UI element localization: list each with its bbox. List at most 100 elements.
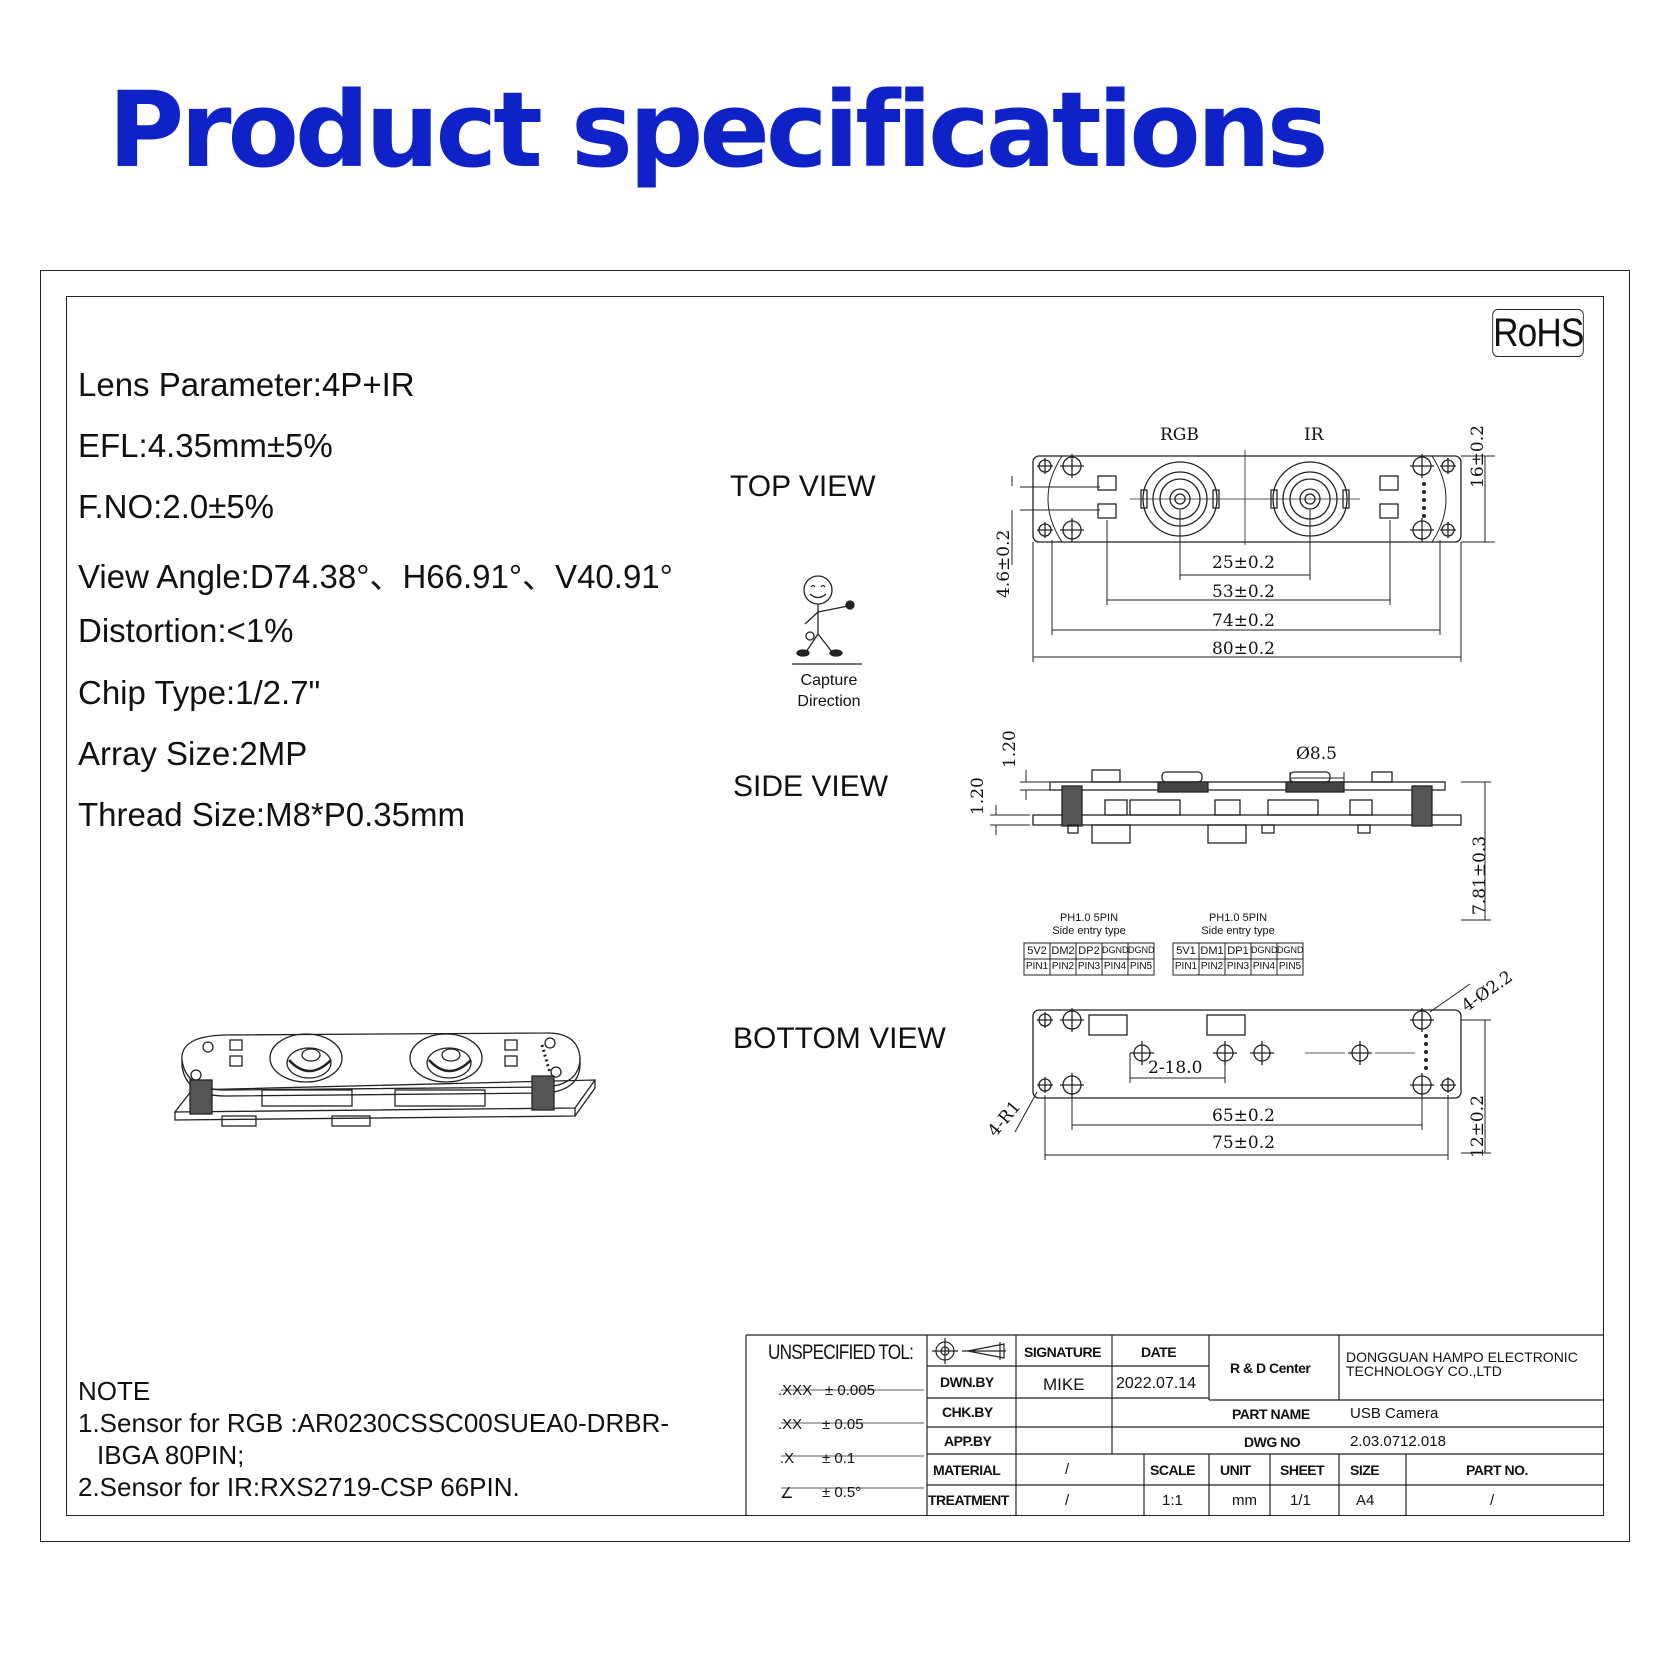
chk-by-label: CHK.BY [942, 1404, 993, 1420]
connector-table-2-grid [1172, 942, 1304, 976]
connector-1-pin: PIN3 [1077, 961, 1101, 972]
dim-65: 65±0.2 [1212, 1106, 1275, 1126]
connector-1-pin: PIN2 [1051, 961, 1075, 972]
part-name-label: PART NAME [1232, 1406, 1310, 1422]
connector-2-title-text: PH1.0 5PIN [1208, 912, 1268, 924]
sheet-label: SHEET [1280, 1462, 1325, 1478]
capture-line1: Capture [800, 672, 858, 689]
connector-2-signal: DP1 [1227, 945, 1249, 957]
part-no-value: / [1490, 1492, 1495, 1509]
connector-2-signal: DGND [1277, 945, 1304, 955]
side-view-dimensions [990, 770, 1491, 921]
title-block-grid [745, 1334, 1604, 1516]
connector-2-pin: PIN1 [1174, 961, 1198, 972]
tol-xx-label: .XX [778, 1416, 803, 1433]
note-heading: NOTE [78, 1376, 151, 1406]
part-no-label: PART NO. [1466, 1462, 1528, 1478]
tol-angle-label: ∠ [780, 1485, 794, 1502]
top-view-dimensions [1011, 455, 1495, 662]
spec-fno: F.NO:2.0±5% [78, 488, 275, 525]
connector-1-signal: DGND [1102, 945, 1129, 955]
dim-7-81: 7.81±0.3 [1470, 835, 1490, 915]
dwn-by-name: MIKE [1043, 1375, 1085, 1394]
connector-2-pin: PIN3 [1226, 961, 1250, 972]
bottom-view-board [1032, 1008, 1462, 1099]
note-line-1: 1.Sensor for RGB :AR0230CSSC00SUEA0-DRBR… [78, 1408, 670, 1438]
tol-x-value: ± 0.1 [822, 1450, 856, 1467]
connector-1-signal: DM2 [1051, 945, 1075, 957]
spec-chip-type: Chip Type:1/2.7" [78, 674, 321, 711]
connector-2-signal: DGND [1251, 945, 1278, 955]
drawing-inner-frame [66, 296, 1604, 1516]
connector-table-1-grid [1023, 942, 1155, 976]
company-name-line2: TECHNOLOGY CO.,LTD [1346, 1363, 1502, 1379]
spec-lens-parameter: Lens Parameter:4P+IR [78, 366, 415, 403]
dim-1-20-bottom: 1.20 [968, 777, 988, 815]
dim-diameter-8-5: Ø8.5 [1296, 744, 1337, 764]
ir-label: IR [1304, 425, 1324, 445]
spec-view-angle: View Angle:D74.38°、H66.91°、V40.91° [78, 558, 673, 595]
company-name-line1: DONGGUAN HAMPO ELECTRONIC [1346, 1349, 1578, 1365]
connector-2-pin: PIN5 [1278, 961, 1302, 972]
tol-angle-value: ± 0.5° [822, 1484, 862, 1501]
size-value: A4 [1356, 1492, 1375, 1509]
note-line-3: 2.Sensor for IR:RXS2719-CSP 66PIN. [78, 1472, 520, 1502]
sheet-value: 1/1 [1290, 1492, 1311, 1509]
top-view-label: TOP VIEW [730, 470, 876, 503]
unit-label: UNIT [1220, 1462, 1251, 1478]
spec-thread-size: Thread Size:M8*P0.35mm [78, 796, 465, 833]
material-label: MATERIAL [933, 1462, 1001, 1478]
connector-2-pin: PIN4 [1252, 961, 1276, 972]
size-label: SIZE [1350, 1462, 1380, 1478]
dim-80: 80±0.2 [1212, 639, 1275, 659]
date-header: DATE [1141, 1344, 1177, 1360]
page-title: Product specifications [108, 69, 1329, 191]
rgb-label: RGB [1160, 425, 1199, 445]
connector-2-subtitle: Side entry type [1201, 924, 1275, 937]
spec-efl: EFL:4.35mm±5% [78, 427, 333, 464]
dim-74: 74±0.2 [1212, 611, 1275, 631]
unspecified-tol-label: UNSPECIFIED TOL: [768, 1341, 914, 1364]
connector-2-title: PH1.0 5PIN Side entry type [1173, 912, 1303, 937]
signature-header: SIGNATURE [1024, 1344, 1101, 1360]
tol-x-label: .X [780, 1450, 795, 1467]
rohs-badge: RoHS [1492, 309, 1584, 357]
dim-12: 12±0.2 [1468, 1095, 1488, 1158]
side-view-board [1032, 769, 1462, 844]
spec-distortion: Distortion:<1% [78, 612, 294, 649]
connector-1-signal: DP2 [1078, 945, 1100, 957]
connector-1-title: PH1.0 5PIN Side entry type [1024, 912, 1154, 937]
tol-xx-value: ± 0.05 [822, 1416, 864, 1433]
unit-value: mm [1232, 1492, 1257, 1509]
connector-1-pin: PIN4 [1103, 961, 1127, 972]
connector-1-subtitle: Side entry type [1052, 924, 1126, 937]
part-name-value: USB Camera [1350, 1405, 1439, 1422]
treatment-label: TREATMENT [928, 1492, 1009, 1508]
note-line-2: IBGA 80PIN; [97, 1440, 245, 1470]
bottom-view-label: BOTTOM VIEW [733, 1022, 946, 1055]
capture-direction-label: Capture Direction [776, 670, 882, 712]
dwn-by-label: DWN.BY [940, 1374, 994, 1390]
dim-75: 75±0.2 [1212, 1133, 1275, 1153]
connector-2-signal: DM1 [1200, 945, 1224, 957]
drawing-outer-frame [40, 270, 1630, 1542]
connector-1-pin: PIN5 [1129, 961, 1153, 972]
dwg-no-value: 2.03.0712.018 [1350, 1433, 1446, 1450]
stick-figure-icon [792, 575, 862, 665]
side-view-label: SIDE VIEW [733, 770, 889, 803]
dwg-no-label: DWG NO [1244, 1434, 1301, 1450]
company-name: DONGGUAN HAMPO ELECTRONIC TECHNOLOGY CO.… [1346, 1350, 1578, 1378]
connector-1-signal: 5V2 [1027, 945, 1047, 957]
connector-2-signal: 5V1 [1176, 945, 1196, 957]
tol-xxx-value: ± 0.005 [825, 1382, 875, 1399]
treatment-value: / [1065, 1492, 1070, 1509]
dim-16: 16±0.2 [1468, 425, 1488, 488]
dim-4-6: 4.6±0.2 [994, 529, 1014, 598]
connector-1-signal: DGND [1128, 945, 1155, 955]
rd-center-label: R & D Center [1230, 1360, 1311, 1376]
top-view-board [1032, 450, 1462, 545]
scale-value: 1:1 [1162, 1492, 1183, 1509]
tol-xxx-label: .XXX [778, 1382, 813, 1399]
dim-53: 53±0.2 [1212, 582, 1275, 602]
